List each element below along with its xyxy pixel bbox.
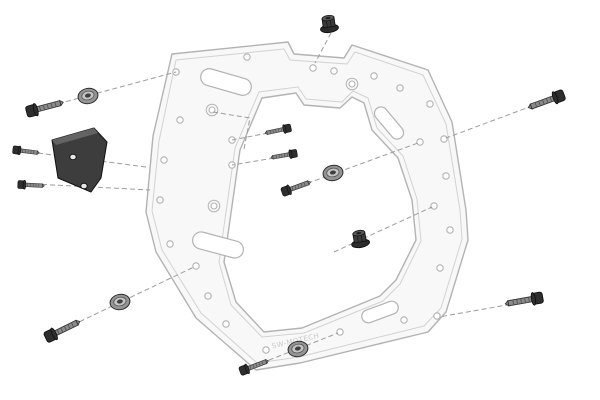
mounting-hole [160, 156, 168, 164]
spacer-bottom-left [108, 291, 132, 313]
mounting-hole [416, 138, 424, 146]
screw-inner-lower [269, 148, 299, 163]
flange-nut-top [318, 13, 340, 35]
mounting-hole [436, 264, 444, 272]
bolt-bottom-left [42, 315, 83, 345]
outer-inset-contour [151, 48, 463, 364]
leader-line [231, 157, 275, 166]
mounting-holes [156, 53, 454, 354]
leader-line [445, 102, 541, 139]
leader-line [253, 332, 339, 367]
mounting-hole [430, 202, 438, 210]
mounting-hole [176, 116, 184, 124]
mounting-hole [440, 135, 448, 143]
mounting-hole [243, 53, 251, 61]
leader-line [314, 32, 332, 64]
counterbore-holes [205, 77, 359, 213]
mounting-hole [156, 196, 164, 204]
mounting-hole [370, 72, 378, 80]
mounting-hole [166, 240, 174, 248]
mounting-hole [442, 172, 450, 180]
bolt-bottom-right [503, 290, 545, 311]
bracket-hole-lower [80, 182, 88, 190]
screw-bracket-upper [12, 144, 41, 158]
mounting-hole [400, 316, 408, 324]
bolt-right [525, 88, 567, 114]
slot-cutout [373, 106, 405, 140]
slot-cutouts [191, 68, 405, 324]
counterbore-hole [208, 106, 216, 114]
mounting-hole [446, 226, 454, 234]
leader-line [299, 142, 419, 187]
bolt-center [279, 176, 313, 198]
mounting-hole [192, 262, 200, 270]
mounting-hole [309, 64, 317, 72]
bolt-top-left [24, 95, 66, 119]
spacer-top-left [76, 85, 100, 107]
counterbore-ring [205, 103, 219, 117]
bracket-hole-upper [69, 153, 77, 161]
mounting-hole [204, 292, 212, 300]
mounting-hole [433, 312, 441, 320]
counterbore-ring [207, 199, 221, 213]
leader-line [438, 302, 519, 318]
mounting-hole [222, 320, 230, 328]
cutout-offset-contour [218, 86, 422, 338]
leader-line [212, 111, 251, 150]
counterbore-hole [348, 80, 356, 88]
support-bracket [51, 127, 108, 193]
counterbore-hole [210, 202, 218, 210]
leader-line [231, 132, 269, 141]
slot-cutout [361, 300, 399, 324]
mounting-hole [396, 84, 404, 92]
slot-cutout [200, 68, 252, 96]
spacer-center [321, 163, 345, 183]
mounting-hole [426, 100, 434, 108]
slot-cutout [191, 231, 245, 259]
adapter-plate-body [145, 41, 469, 371]
mounting-hole [336, 328, 344, 336]
adapter-plate: SW-MOTECH [145, 41, 469, 371]
mounting-hole [330, 67, 338, 75]
screw-inner-upper [263, 123, 293, 138]
screw-bracket-lower [17, 179, 45, 191]
flange-nut-middle [348, 228, 371, 250]
counterbore-ring [345, 77, 359, 91]
support-bracket-edge-highlight [52, 128, 98, 145]
leader-line [333, 206, 433, 253]
mounting-hole [262, 346, 270, 354]
